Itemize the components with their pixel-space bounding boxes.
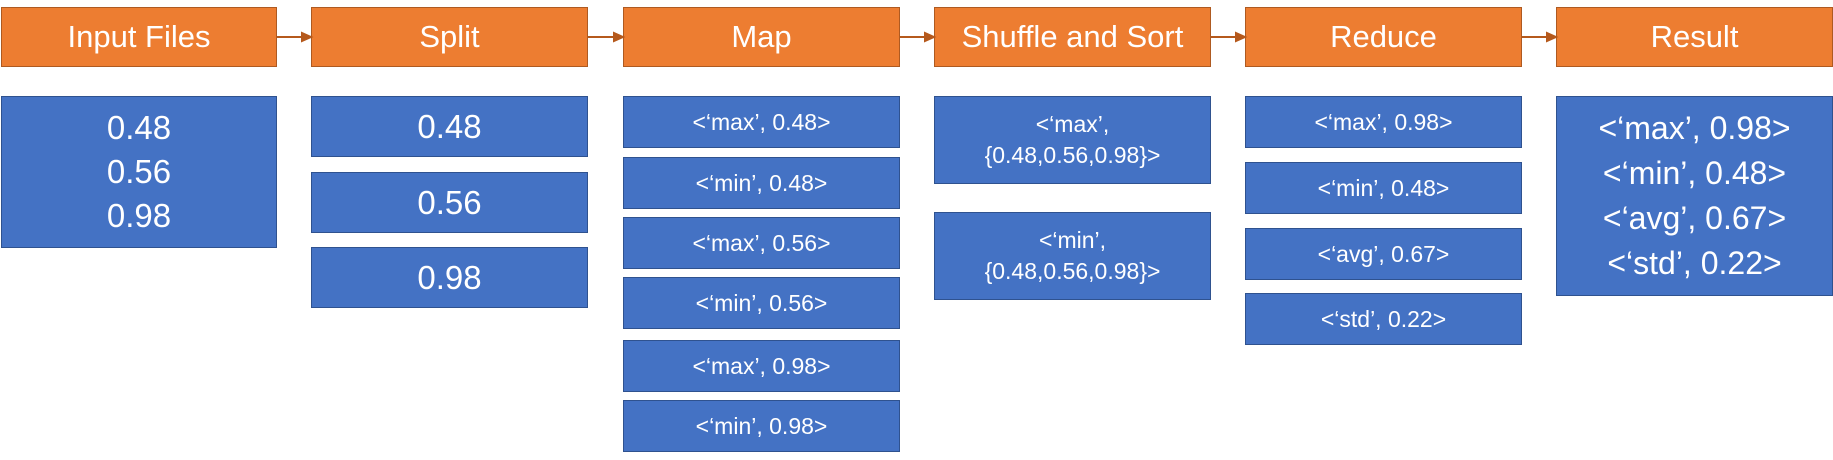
input-value: 0.56 [106, 153, 172, 190]
reduce-pair: <‘min’, 0.48> [1317, 174, 1450, 201]
reduce-pair: <‘avg’, 0.67> [1317, 240, 1450, 267]
shuffle-values: {0.48,0.56,0.98}> [984, 258, 1161, 284]
arrow-split-to-map-head [613, 31, 626, 43]
stage-header-result: Result [1556, 7, 1833, 67]
input-value: 0.98 [106, 197, 172, 234]
map-pair: <‘max’, 0.48> [692, 108, 831, 135]
map-box: <‘max’, 0.56> [623, 217, 900, 269]
map-box: <‘min’, 0.56> [623, 277, 900, 329]
map-pair: <‘min’, 0.48> [695, 169, 828, 196]
shuffle-box: <‘max’, {0.48,0.56,0.98}> [934, 96, 1211, 184]
shuffle-values: {0.48,0.56,0.98}> [984, 142, 1161, 168]
arrow-shuffle-to-reduce-head [1235, 31, 1248, 43]
map-pair: <‘min’, 0.98> [695, 412, 828, 439]
input-files-box: 0.48 0.56 0.98 [1, 96, 277, 248]
arrow-map-to-shuffle-head [924, 31, 937, 43]
arrow-reduce-to-result-head [1546, 31, 1559, 43]
arrow-input-to-split-head [301, 31, 314, 43]
stage-header-shuffle-and-sort: Shuffle and Sort [934, 7, 1211, 67]
split-value: 0.56 [417, 183, 482, 221]
reduce-box: <‘avg’, 0.67> [1245, 228, 1522, 280]
stage-header-input-files: Input Files [1, 7, 277, 67]
map-pair: <‘min’, 0.56> [695, 289, 828, 316]
reduce-box: <‘std’, 0.22> [1245, 293, 1522, 345]
stage-header-split: Split [311, 7, 588, 67]
split-box: 0.48 [311, 96, 588, 157]
split-box: 0.98 [311, 247, 588, 308]
reduce-box: <‘min’, 0.48> [1245, 162, 1522, 214]
split-value: 0.48 [417, 107, 482, 145]
reduce-box: <‘max’, 0.98> [1245, 96, 1522, 148]
map-box: <‘max’, 0.48> [623, 96, 900, 148]
reduce-pair: <‘max’, 0.98> [1314, 108, 1453, 135]
stage-header-map: Map [623, 7, 900, 67]
map-pair: <‘max’, 0.98> [692, 352, 831, 379]
shuffle-key: <‘max’, [1035, 111, 1110, 137]
result-pair: <‘avg’, 0.67> [1602, 200, 1787, 236]
shuffle-box: <‘min’, {0.48,0.56,0.98}> [934, 212, 1211, 300]
map-box: <‘min’, 0.48> [623, 157, 900, 209]
map-box: <‘min’, 0.98> [623, 400, 900, 452]
result-box: <‘max’, 0.98> <‘min’, 0.48> <‘avg’, 0.67… [1556, 96, 1833, 296]
reduce-pair: <‘std’, 0.22> [1320, 305, 1447, 332]
result-pair: <‘min’, 0.48> [1602, 155, 1787, 191]
split-value: 0.98 [417, 258, 482, 296]
map-box: <‘max’, 0.98> [623, 340, 900, 392]
shuffle-key: <‘min’, [1038, 227, 1107, 253]
result-pair: <‘max’, 0.98> [1598, 110, 1791, 146]
input-value: 0.48 [106, 109, 172, 146]
split-box: 0.56 [311, 172, 588, 233]
stage-header-reduce: Reduce [1245, 7, 1522, 67]
result-pair: <‘std’, 0.22> [1607, 245, 1782, 281]
map-pair: <‘max’, 0.56> [692, 229, 831, 256]
